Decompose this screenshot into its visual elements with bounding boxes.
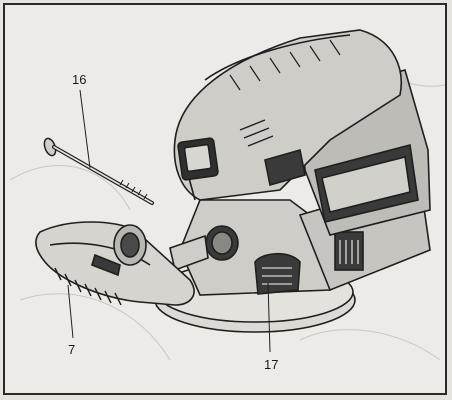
callout-part-17: 17 (264, 357, 279, 372)
dust-adapter-part-7 (35, 221, 195, 306)
leader-line-17 (267, 281, 271, 353)
leader-lines (67, 89, 271, 353)
lock-knob-part-17 (254, 252, 301, 295)
motor-body (173, 29, 402, 201)
screw-part-16 (43, 137, 154, 205)
leader-line-16 (79, 89, 91, 169)
dust-outlet (169, 225, 239, 272)
leader-line-7 (67, 284, 74, 339)
callout-part-7: 7 (68, 342, 76, 357)
callout-part-16: 16 (72, 72, 87, 87)
